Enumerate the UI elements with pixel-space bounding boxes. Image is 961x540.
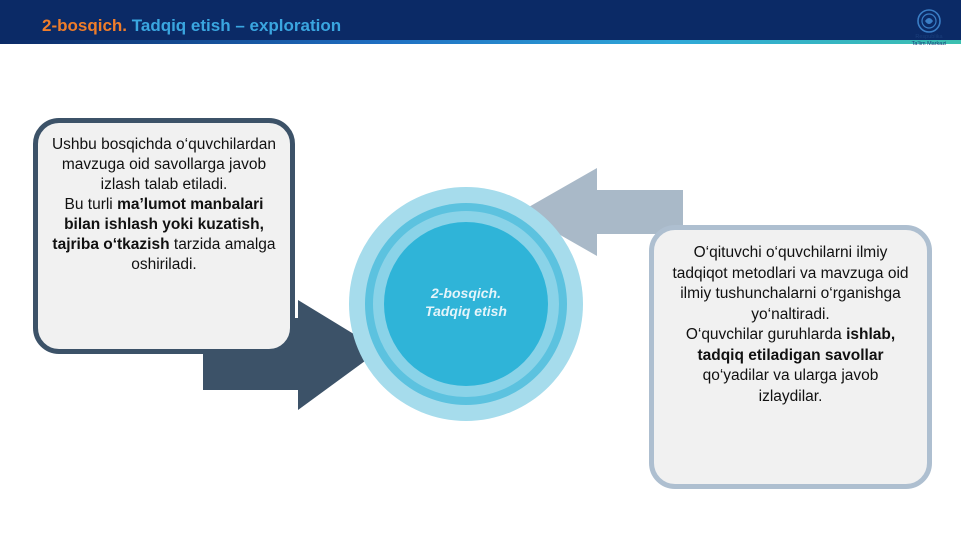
header-bar: 2-bosqich. Tadqiq etish – exploration [0, 0, 961, 44]
right-box-p2-bold: ishlab, tadqiq etiladigan savollar [697, 326, 896, 364]
left-box-paragraph-2: Bu turli ma’lumot manbalari bilan ishlas… [50, 195, 278, 275]
header-stripe [0, 40, 961, 44]
circle-core [384, 222, 548, 386]
logo: Respublika Ta'lim Markazi [902, 8, 956, 62]
left-box-paragraph-1: Ushbu bosqichda o‘quvchilardan mavzuga o… [51, 136, 277, 193]
logo-text-2: Ta'lim Markazi [911, 41, 947, 47]
left-box-p2-bold: ma’lumot manbalari bilan ishlash yoki ku… [52, 196, 264, 253]
left-info-box: Ushbu bosqichda o‘quvchilardan mavzuga o… [33, 118, 295, 354]
right-box-paragraph-2: O‘quvchilar guruhlarda ishlab, tadqiq et… [670, 325, 911, 407]
left-box-p2-pre: Bu turli [64, 196, 118, 213]
title-rest: Tadqiq etish – exploration [127, 16, 342, 35]
center-label-line2: Tadqiq etish [425, 303, 507, 319]
logo-emblem-icon [917, 9, 941, 33]
left-box-p2-post: tarzida amalga oshiriladi. [131, 236, 276, 273]
right-info-box: O‘qituvchi o‘quvchilarni ilmiy tadqiqot … [649, 225, 932, 489]
logo-text-1: Respublika [915, 34, 943, 40]
center-label-line1: 2-bosqich. [430, 285, 501, 301]
right-box-p2-pre: O‘quvchilar guruhlarda [685, 326, 847, 343]
title-step: 2-bosqich. [42, 16, 128, 35]
right-box-p2-post: qo‘yadilar va ularga javob izlaydilar. [702, 367, 879, 405]
slide-title: 2-bosqich. Tadqiq etish – exploration [42, 16, 341, 36]
center-circle-label: 2-bosqich. Tadqiq etish [400, 284, 532, 320]
arrow-top-right-icon [520, 168, 683, 256]
right-box-paragraph-1: O‘qituvchi o‘quvchilarni ilmiy tadqiqot … [672, 244, 909, 323]
